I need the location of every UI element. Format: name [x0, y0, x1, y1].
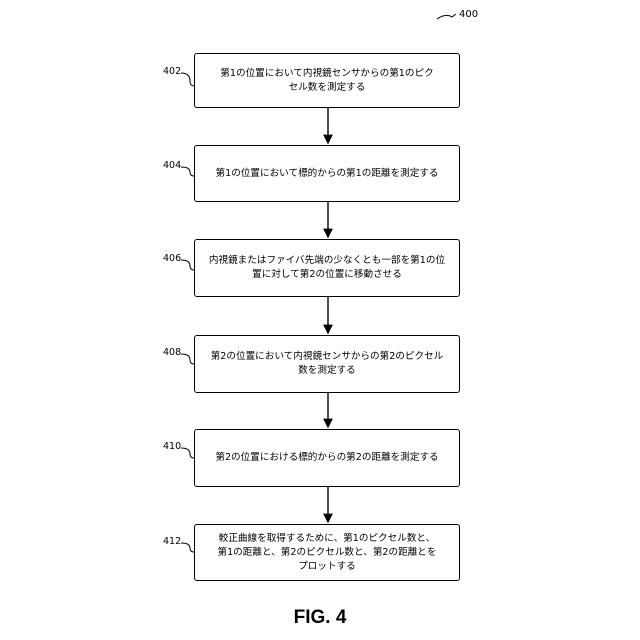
- step-ref-406: 406: [163, 253, 181, 264]
- step-ref-408: 408: [163, 347, 181, 358]
- step-box-404: 第1の位置において標的からの第1の距離を測定する: [194, 145, 460, 202]
- leader-412: [181, 543, 194, 552]
- step-text-406: 内視鏡またはファイバ先端の少なくとも一部を第1の位 置に対して第2の位置に移動さ…: [203, 254, 451, 282]
- step-box-406: 内視鏡またはファイバ先端の少なくとも一部を第1の位 置に対して第2の位置に移動さ…: [194, 239, 460, 297]
- step-text-410: 第2の位置における標的からの第2の距離を測定する: [209, 451, 444, 465]
- step-box-408: 第2の位置において内視鏡センサからの第2のピクセル 数を測定する: [194, 335, 460, 393]
- step-text-412: 較正曲線を取得するために、第1のピクセル数と、 第1の距離と、第2のピクセル数と…: [211, 532, 442, 574]
- leader-408: [181, 354, 194, 364]
- step-text-404: 第1の位置において標的からの第1の距離を測定する: [210, 167, 445, 181]
- leader-410: [181, 448, 194, 458]
- step-text-402: 第1の位置において内視鏡センサからの第1のピク セル数を測定する: [214, 67, 439, 95]
- step-ref-402: 402: [163, 66, 181, 77]
- step-box-402: 第1の位置において内視鏡センサからの第1のピク セル数を測定する: [194, 53, 460, 108]
- leader-406: [181, 260, 194, 270]
- leader-402: [181, 73, 194, 86]
- step-box-412: 較正曲線を取得するために、第1のピクセル数と、 第1の距離と、第2のピクセル数と…: [194, 524, 460, 581]
- figure-title: FIG. 4: [0, 607, 640, 629]
- step-ref-410: 410: [163, 441, 181, 452]
- step-ref-412: 412: [163, 536, 181, 547]
- leader-404: [181, 167, 194, 176]
- step-text-408: 第2の位置において内視鏡センサからの第2のピクセル 数を測定する: [205, 350, 450, 378]
- step-box-410: 第2の位置における標的からの第2の距離を測定する: [194, 429, 460, 487]
- step-ref-404: 404: [163, 160, 181, 171]
